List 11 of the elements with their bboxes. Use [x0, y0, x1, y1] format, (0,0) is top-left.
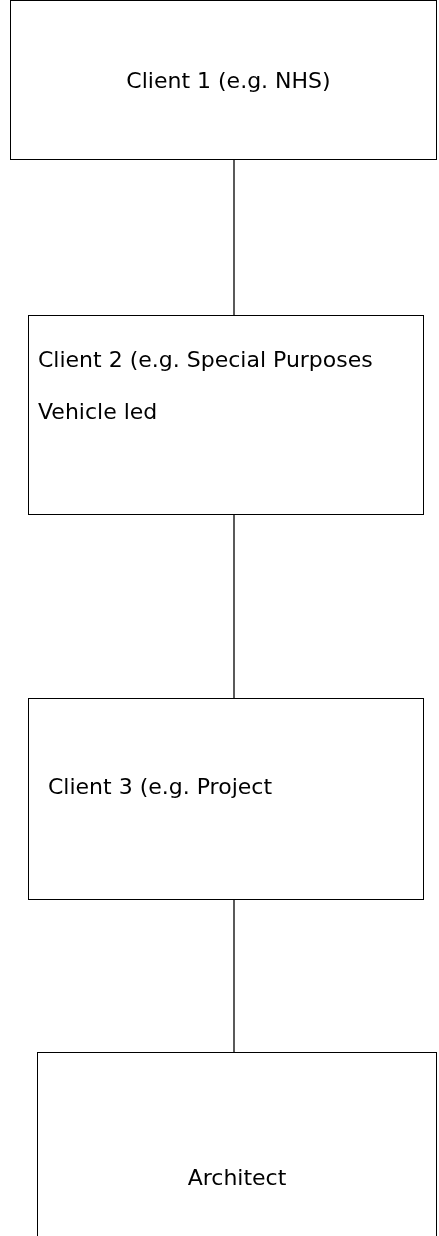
- box-label: Architect: [187, 1164, 287, 1192]
- process-box: [37, 1052, 437, 1236]
- process-box: [10, 0, 437, 160]
- process-box: [28, 698, 424, 900]
- box-label: Client 3 (e.g. Project: [48, 773, 272, 801]
- process-box: [28, 315, 424, 515]
- box-label: Client 1 (e.g. NHS): [126, 66, 331, 95]
- connector-line: [233, 159, 235, 316]
- connector-line: [233, 899, 235, 1053]
- box-label: Client 2 (e.g. Special Purposes Vehicle led: [38, 346, 374, 426]
- connector-line: [233, 514, 235, 699]
